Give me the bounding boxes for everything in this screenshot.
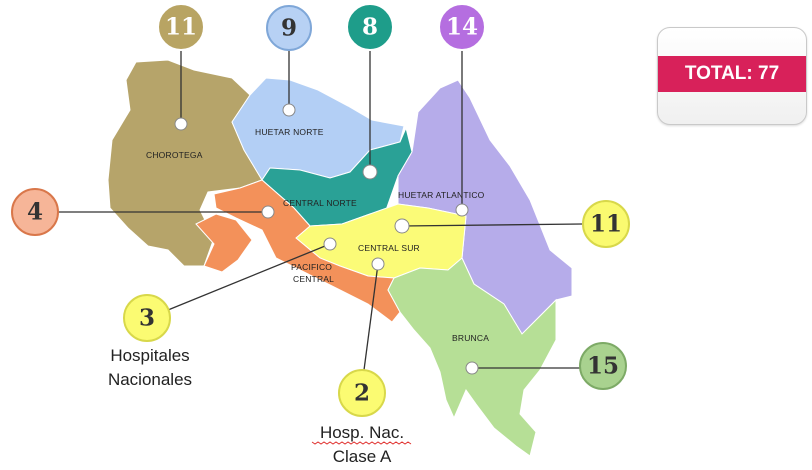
spellcheck-underline <box>311 441 412 445</box>
anchor-huetar-atlantico <box>455 203 469 217</box>
label-pacifico-line2: CENTRAL <box>293 274 334 284</box>
count-brunca: 15 <box>587 353 619 380</box>
label-chorotega: CHOROTEGA <box>146 150 203 160</box>
count-chorotega: 11 <box>165 14 197 41</box>
anchor-hospitales <box>323 237 337 251</box>
caption-hospitales-line2: Nacionales <box>108 370 192 389</box>
caption-clase-a-line1: Hosp. Nac. <box>320 423 404 442</box>
count-pacifico-central: 4 <box>27 199 43 226</box>
region-brunca[interactable] <box>387 257 557 457</box>
anchor-central-norte <box>362 164 378 180</box>
anchor-huetar-norte <box>282 103 296 117</box>
anchor-chorotega <box>174 117 188 131</box>
anchor-pacifico-central <box>261 205 275 219</box>
bubble-central-sur: 11 <box>582 200 630 248</box>
anchor-brunca <box>465 361 479 375</box>
leader-clase-a <box>363 263 379 371</box>
caption-clase-a-line2: Clase A <box>333 447 392 466</box>
label-huetar-atlantico: HUETAR ATLANTICO <box>398 190 485 200</box>
label-central-sur: CENTRAL SUR <box>358 243 420 253</box>
count-huetar-norte: 9 <box>281 15 297 42</box>
count-central-norte: 8 <box>362 14 378 41</box>
leader-central-sur <box>401 223 583 227</box>
bubble-hospitales-nacionales: 3 <box>123 294 171 342</box>
bubble-pacifico-central: 4 <box>11 188 59 236</box>
count-hospitales-nacionales: 3 <box>139 305 155 332</box>
bubble-huetar-norte: 9 <box>266 5 312 51</box>
leader-lines <box>58 48 583 371</box>
count-hosp-nac-clase-a: 2 <box>354 380 370 407</box>
total-card: TOTAL: 77 <box>657 27 807 125</box>
count-huetar-atlantico: 14 <box>446 14 478 41</box>
bubble-chorotega: 11 <box>157 3 205 51</box>
region-pacifico-island[interactable] <box>195 213 253 273</box>
bubble-brunca: 15 <box>579 342 627 390</box>
label-brunca: BRUNCA <box>452 333 489 343</box>
bubble-central-norte: 8 <box>346 3 394 51</box>
bubble-huetar-atlantico: 14 <box>438 3 486 51</box>
leader-hospitales <box>167 243 331 311</box>
label-pacifico-line1: PACIFICO <box>291 262 332 272</box>
label-huetar-norte: HUETAR NORTE <box>255 127 324 137</box>
anchor-clase-a <box>371 257 385 271</box>
count-central-sur: 11 <box>590 211 622 238</box>
bubble-hosp-nac-clase-a: 2 <box>338 369 386 417</box>
caption-hospitales-line1: Hospitales <box>110 346 189 365</box>
label-central-norte: CENTRAL NORTE <box>283 198 357 208</box>
anchor-central-sur <box>394 218 410 234</box>
total-label: TOTAL: 77 <box>658 56 806 92</box>
anchor-points <box>174 103 479 375</box>
